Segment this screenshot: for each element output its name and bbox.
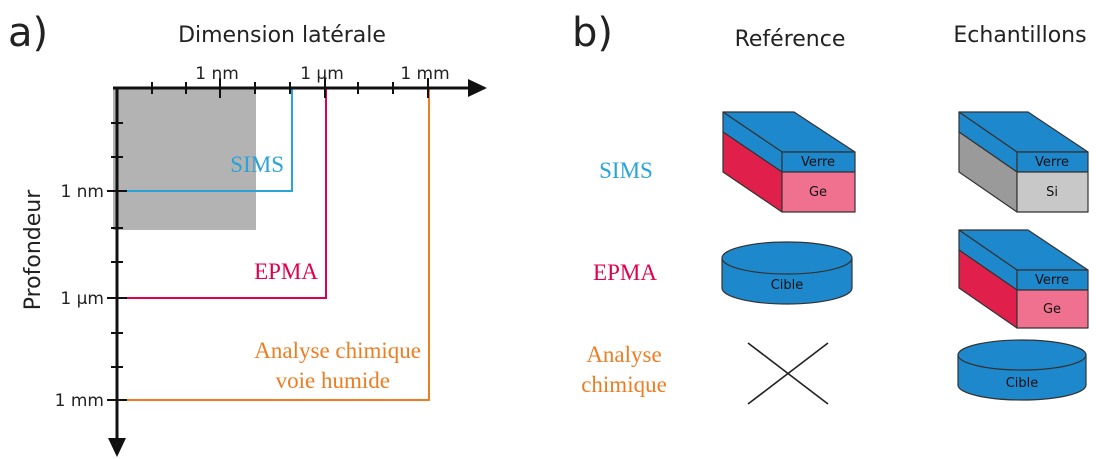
sample-chem-target-cylinder: [957, 339, 1087, 401]
y-tick-label-um: 1 µm: [60, 289, 104, 309]
sample-chem-cible-label: Cible: [1006, 376, 1039, 391]
y-axis-arrow: [108, 438, 126, 457]
ref-sims-verre-label: Verre: [801, 155, 835, 170]
column-header-samples: Echantillons: [953, 23, 1086, 48]
x-tick-label-nm: 1 nm: [195, 64, 239, 84]
panel-a-letter: a): [8, 10, 48, 56]
y-tick-label-nm: 1 nm: [60, 182, 104, 202]
x-tick-label-mm: 1 mm: [400, 64, 449, 84]
sample-sims-glass-on-si-block: [958, 111, 1089, 213]
panel-b-letter: b): [572, 10, 613, 56]
chem-region-label-line1: Analyse chimique: [254, 338, 421, 363]
sims-region-label: SIMS: [230, 152, 284, 177]
x-tick-label-um: 1 µm: [300, 64, 344, 84]
sample-epma-ge-label: Ge: [1043, 302, 1061, 317]
sims-region-outline: [113, 88, 293, 192]
row-label-chem-line2: chimique: [581, 372, 667, 397]
chem-region-label-line2: voie humide: [276, 368, 390, 393]
epma-region-outline: [113, 88, 327, 299]
y-axis-ticks: [107, 122, 127, 401]
x-axis-arrow: [468, 79, 487, 97]
ref-chem-none-cross: [747, 342, 829, 405]
sample-sims-si-label: Si: [1046, 185, 1058, 200]
x-axis-ticks: [151, 78, 429, 98]
row-label-chem-line1: Analyse: [586, 342, 661, 367]
y-tick-label-mm: 1 mm: [55, 391, 104, 411]
x-axis-title: Dimension latérale: [178, 23, 386, 48]
ref-sims-ge-label: Ge: [809, 185, 827, 200]
column-header-reference: Reférence: [735, 27, 846, 52]
sample-sims-verre-label: Verre: [1035, 155, 1069, 170]
sample-epma-glass-on-ge-block: [958, 229, 1089, 329]
epma-region-label: EPMA: [254, 259, 318, 284]
y-axis-title: Profondeur: [21, 189, 46, 310]
sample-epma-verre-label: Verre: [1035, 273, 1069, 288]
ref-sims-glass-on-ge-block: [722, 111, 856, 213]
row-label-sims: SIMS: [599, 158, 653, 183]
chem-region-outline: [113, 88, 430, 401]
ref-epma-target-cylinder: [721, 241, 853, 305]
row-label-epma: EPMA: [593, 260, 657, 285]
ref-epma-cible-label: Cible: [771, 278, 804, 293]
resolution-gray-box: [113, 88, 256, 230]
